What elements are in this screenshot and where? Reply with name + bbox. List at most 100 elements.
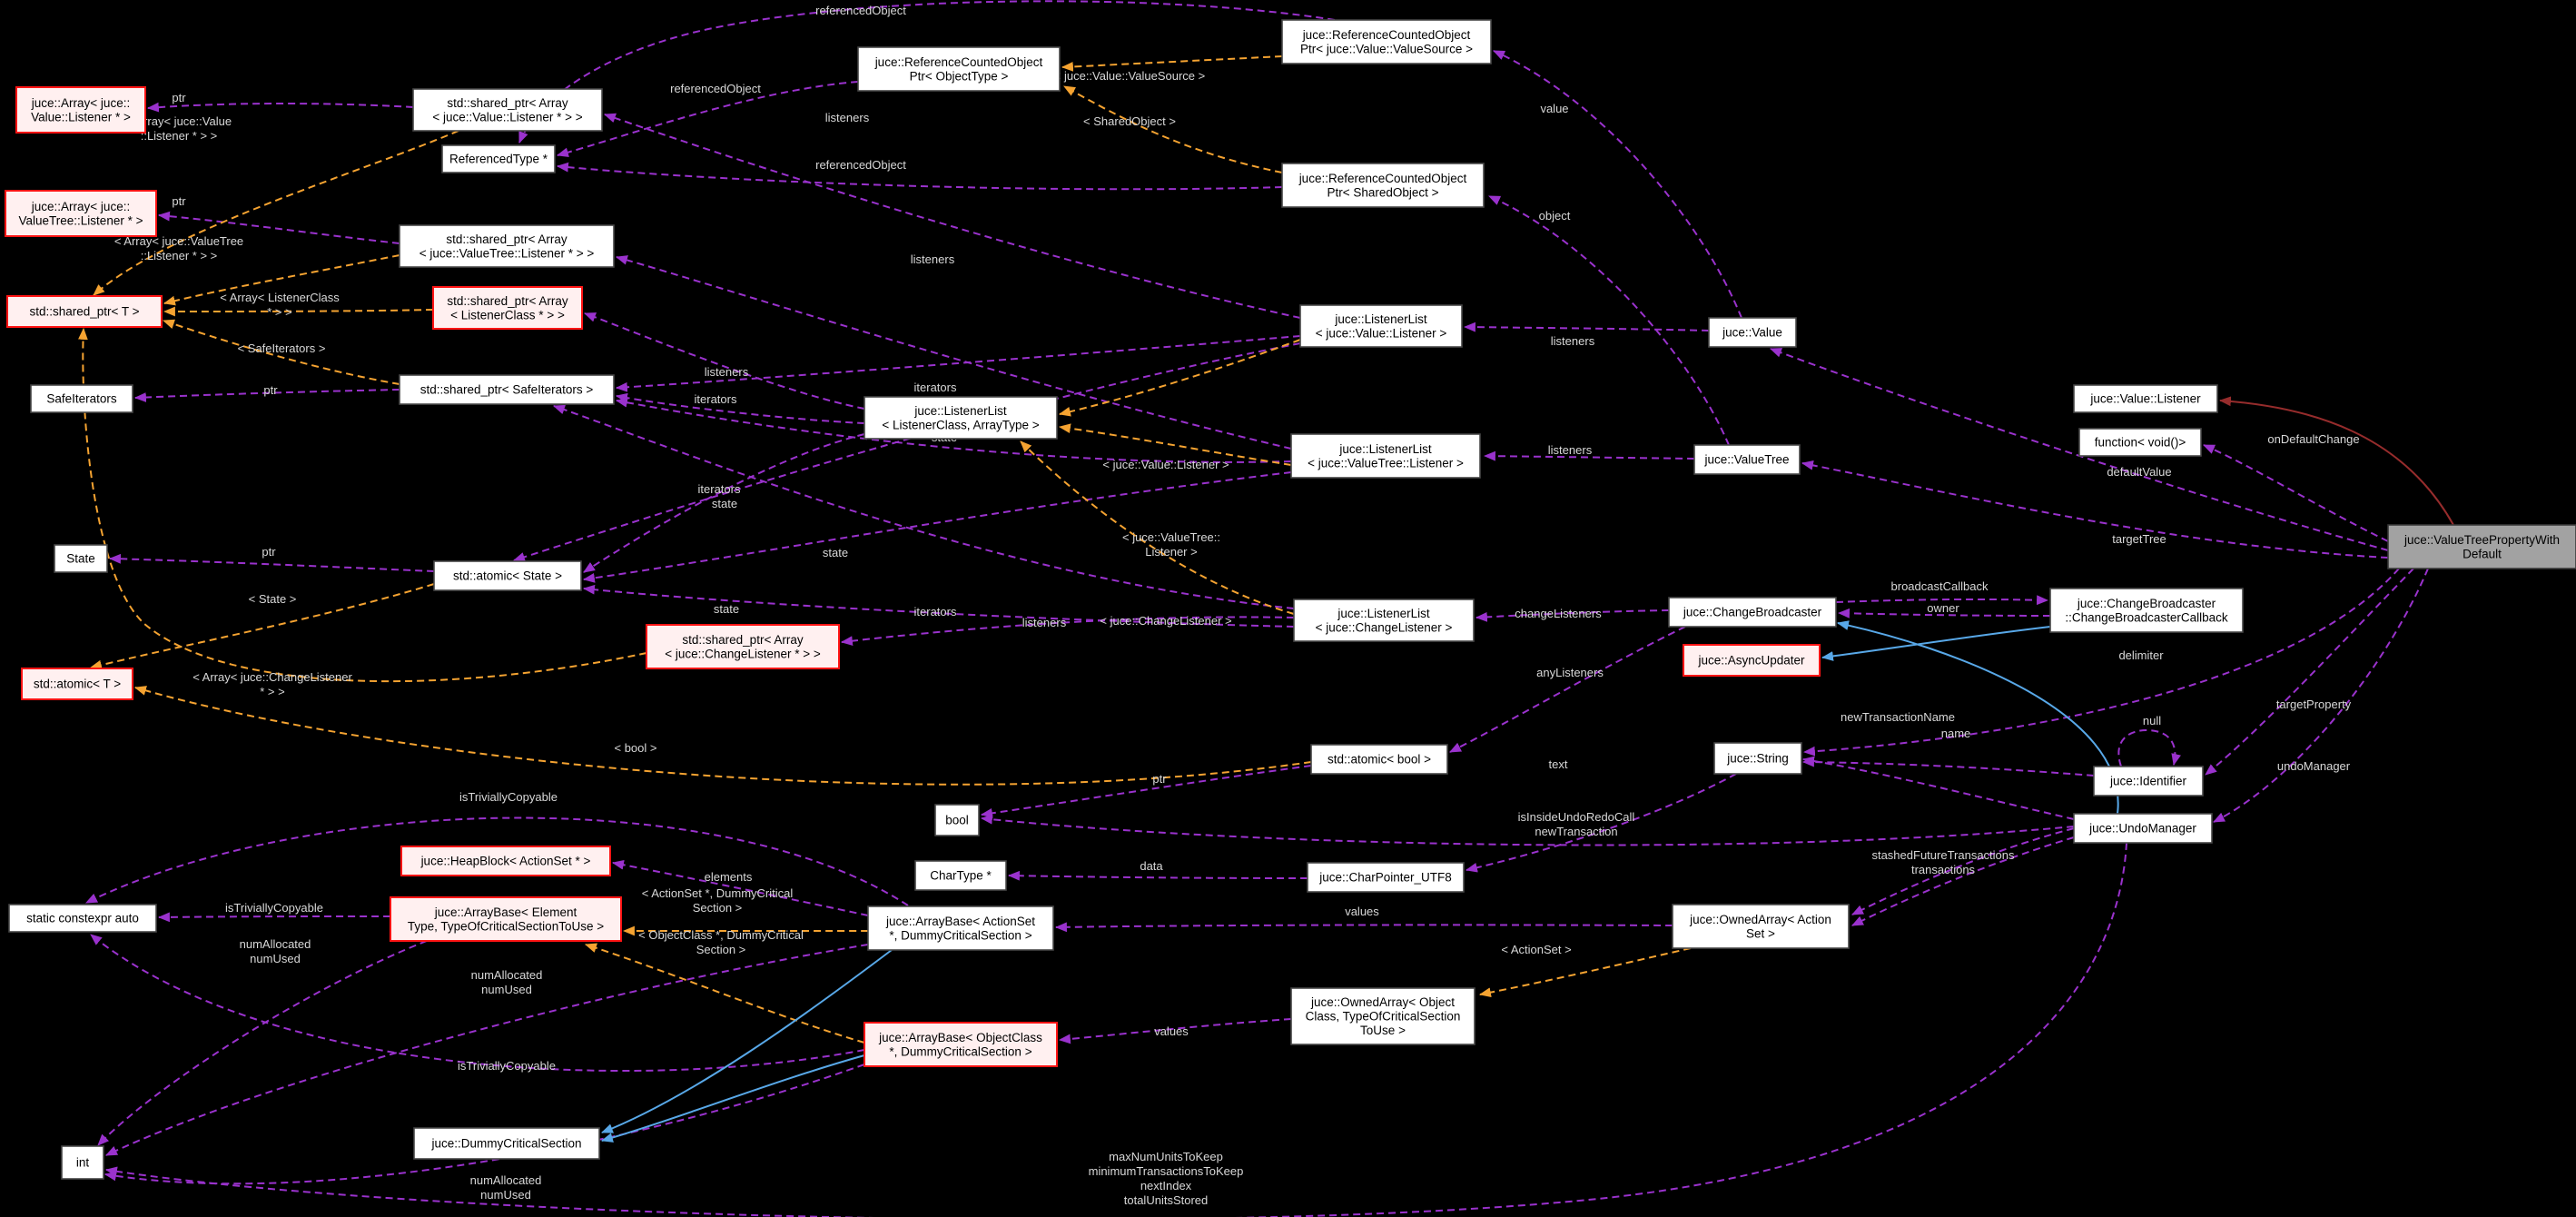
- edge-label-state: state: [823, 546, 848, 559]
- edge-sp_arr_val_l-sp_t: [93, 130, 459, 296]
- node-async[interactable]: juce::AsyncUpdater: [1683, 644, 1821, 677]
- node-dummy[interactable]: juce::DummyCriticalSection: [413, 1127, 600, 1160]
- node-box-ab_as: [867, 905, 1054, 951]
- node-sp_t[interactable]: std::shared_ptr< T >: [6, 295, 163, 328]
- node-ll_tmpl[interactable]: juce::ListenerList< ListenerClass, Array…: [864, 396, 1058, 440]
- edge-label-iterators: iterators: [914, 605, 957, 618]
- node-box-ll_val_l: [1299, 304, 1463, 348]
- edge-vt-rc_shared: [1488, 195, 1730, 446]
- node-ll_vt_l[interactable]: juce::ListenerList< juce::ValueTree::Lis…: [1290, 433, 1481, 479]
- edge-cbcb-async: [1821, 626, 2051, 661]
- edges-layer: [77, 0, 2454, 1217]
- node-ident[interactable]: juce::Identifier: [2093, 766, 2204, 796]
- node-sp_arr_val_l[interactable]: std::shared_ptr< Array< juce::Value::Lis…: [412, 88, 603, 132]
- node-func_void[interactable]: function< void()>: [2078, 428, 2202, 457]
- node-val_listener[interactable]: juce::Value::Listener: [2073, 384, 2218, 413]
- edge-label--array-juce-changelistener: < Array< juce::ChangeListener* > >: [192, 670, 352, 698]
- node-ref_type[interactable]: ReferencedType *: [441, 144, 556, 173]
- edge-undo-boolbox: [980, 814, 2075, 846]
- node-label-ref_type: ReferencedType *: [449, 153, 548, 166]
- node-boolbox[interactable]: bool: [934, 804, 980, 836]
- edge-label-istriviallycopyable: isTriviallyCopyable: [458, 1059, 556, 1073]
- edge-label-data: data: [1140, 859, 1163, 873]
- edge-rc_valsrc-rc_objtype: [1061, 55, 1283, 72]
- node-label-cbcb: juce::ChangeBroadcaster::ChangeBroadcast…: [2065, 597, 2228, 625]
- node-box-heap: [400, 846, 611, 876]
- node-label-ll_cl: juce::ListenerList< juce::ChangeListener…: [1316, 607, 1453, 635]
- edge-cbcb-cb: [1837, 608, 2051, 618]
- node-atomic_t[interactable]: std::atomic< T >: [21, 668, 133, 700]
- node-box-ab_elem: [390, 896, 622, 942]
- node-sp_arr_cl[interactable]: std::shared_ptr< Array< juce::ChangeList…: [646, 624, 840, 669]
- node-atomic_bool[interactable]: std::atomic< bool >: [1310, 744, 1448, 775]
- edge-label--juce-value-valuesource-: < juce::Value::ValueSource >: [1054, 69, 1205, 83]
- node-sp_safeit[interactable]: std::shared_ptr< SafeIterators >: [399, 374, 615, 405]
- edge-label-istriviallycopyable: isTriviallyCopyable: [459, 790, 558, 804]
- edge-label-iterators: iterators: [695, 392, 737, 406]
- node-sp_arr_vt_l[interactable]: std::shared_ptr< Array< juce::ValueTree:…: [399, 224, 615, 268]
- node-arr_val_l[interactable]: juce::Array< juce::Value::Listener * >: [15, 86, 146, 134]
- node-label-heap: juce::HeapBlock< ActionSet * >: [420, 855, 591, 868]
- node-box-vtpwd: [2387, 524, 2576, 569]
- edge-rc_valsrc-ref_type: [518, 0, 1336, 144]
- node-cbcb[interactable]: juce::ChangeBroadcaster::ChangeBroadcast…: [2049, 588, 2244, 633]
- edge-label--array-juce-value: < Array< juce::Value::Listener * > >: [126, 114, 232, 143]
- edge-vtpwd-value: [1769, 348, 2389, 551]
- node-cb[interactable]: juce::ChangeBroadcaster: [1668, 597, 1837, 628]
- edge-label-iterators: iterators: [698, 482, 741, 496]
- node-value[interactable]: juce::Value: [1708, 317, 1797, 348]
- edge-oa_as-ab_as: [1054, 922, 1673, 933]
- edge-undo-strbox: [1801, 756, 2075, 820]
- node-box-rc_shared: [1281, 163, 1485, 208]
- node-strbox[interactable]: juce::String: [1713, 742, 1802, 775]
- node-box-sp_arr_cl: [646, 624, 840, 669]
- edge-ll_tmpl-atomic_state: [583, 433, 865, 573]
- edge-label-istriviallycopyable: isTriviallyCopyable: [225, 901, 323, 915]
- edge-vtpwd-undo: [2213, 568, 2429, 823]
- edge-ll_vt_l-atomic_state: [582, 471, 1292, 583]
- node-box-undo: [2073, 813, 2213, 844]
- node-ab_as[interactable]: juce::ArrayBase< ActionSet*, DummyCritic…: [867, 905, 1054, 951]
- node-ll_cl[interactable]: juce::ListenerList< juce::ChangeListener…: [1293, 599, 1475, 642]
- edge-strbox-cp_utf8: [1465, 773, 1737, 873]
- node-sp_arr_lc[interactable]: std::shared_ptr< Array< ListenerClass * …: [432, 286, 583, 330]
- edge-ab_obj-ab_elem: [584, 943, 865, 1044]
- edge-label-state: state: [712, 497, 737, 510]
- node-static_auto[interactable]: static constexpr auto: [8, 904, 157, 933]
- node-state_box[interactable]: State: [54, 544, 108, 573]
- node-int_box[interactable]: int: [61, 1145, 104, 1180]
- node-label-safeit: SafeIterators: [46, 392, 117, 406]
- node-chartype[interactable]: CharType *: [914, 860, 1007, 891]
- node-ab_obj[interactable]: juce::ArrayBase< ObjectClass*, DummyCrit…: [864, 1022, 1058, 1067]
- node-cp_utf8[interactable]: juce::CharPointer_UTF8: [1307, 862, 1465, 893]
- edge-sp_arr_vt_l-sp_t: [163, 254, 400, 306]
- node-heap[interactable]: juce::HeapBlock< ActionSet * >: [400, 846, 611, 876]
- node-box-chartype: [914, 860, 1007, 891]
- edge-sp_arr_cl-sp_t: [77, 327, 647, 683]
- node-ll_val_l[interactable]: juce::ListenerList< juce::Value::Listene…: [1299, 304, 1463, 348]
- edge-label-referencedobject: referencedObject: [815, 4, 906, 17]
- node-box-cp_utf8: [1307, 862, 1465, 893]
- node-arr_vt_l[interactable]: juce::Array< juce::ValueTree::Listener *…: [5, 190, 157, 237]
- node-box-rc_objtype: [857, 46, 1061, 92]
- node-label-ll_vt_l: juce::ListenerList< juce::ValueTree::Lis…: [1308, 442, 1464, 470]
- edge-sp_safeit-sp_t: [162, 319, 400, 385]
- edge-label-ptr: ptr: [262, 545, 276, 559]
- node-label-atomic_t: std::atomic< T >: [34, 678, 121, 691]
- node-vt[interactable]: juce::ValueTree: [1693, 444, 1801, 475]
- node-label-value: juce::Value: [1722, 326, 1782, 340]
- node-atomic_state[interactable]: std::atomic< State >: [433, 560, 582, 591]
- node-undo[interactable]: juce::UndoManager: [2073, 813, 2213, 844]
- node-safeit[interactable]: SafeIterators: [30, 384, 133, 413]
